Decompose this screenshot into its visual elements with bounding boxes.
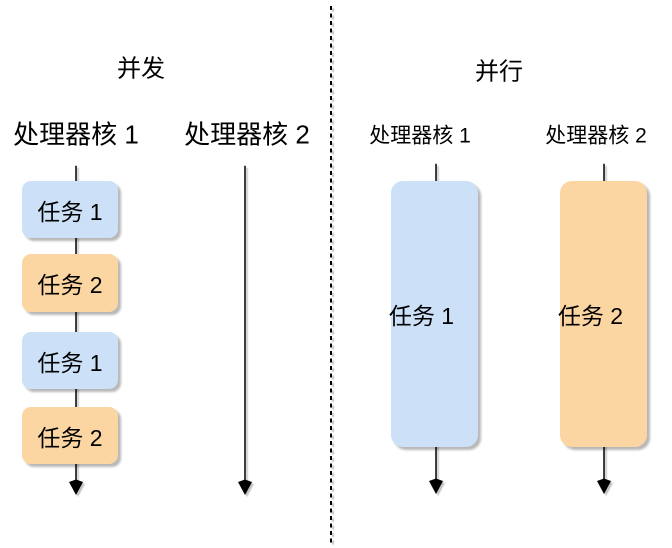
task-label: 任务 1 bbox=[37, 198, 103, 225]
section-divider-dashed-line bbox=[330, 6, 332, 544]
task-box-concurrent-1: 任务 1 bbox=[22, 181, 118, 238]
task-box-parallel-2: 任务 2 bbox=[557, 181, 647, 447]
left-core1-label: 处理器核 1 bbox=[13, 119, 139, 150]
arrowhead bbox=[69, 479, 83, 495]
task-label: 任务 1 bbox=[388, 303, 455, 329]
task-box-concurrent-2: 任务 2 bbox=[22, 254, 118, 312]
left-section-title: 并发 bbox=[117, 55, 165, 83]
task-box-parallel-1: 任务 1 bbox=[388, 181, 478, 447]
task-label: 任务 2 bbox=[37, 424, 103, 451]
task-box-concurrent-3: 任务 1 bbox=[22, 332, 118, 389]
task-label: 任务 1 bbox=[37, 349, 103, 376]
right-core2-label: 处理器核 2 bbox=[545, 124, 647, 148]
left-core2-timeline-arrow-down-icon bbox=[238, 165, 252, 495]
task-label: 任务 2 bbox=[37, 272, 103, 298]
task-box-concurrent-4: 任务 2 bbox=[22, 407, 118, 464]
arrowhead bbox=[429, 478, 443, 494]
right-section-title: 并行 bbox=[475, 58, 523, 86]
arrowhead bbox=[238, 479, 252, 495]
left-core2-label: 处理器核 2 bbox=[184, 119, 310, 150]
task-label: 任务 2 bbox=[557, 303, 624, 329]
arrowhead bbox=[597, 478, 611, 494]
right-core1-label: 处理器核 1 bbox=[369, 124, 471, 148]
